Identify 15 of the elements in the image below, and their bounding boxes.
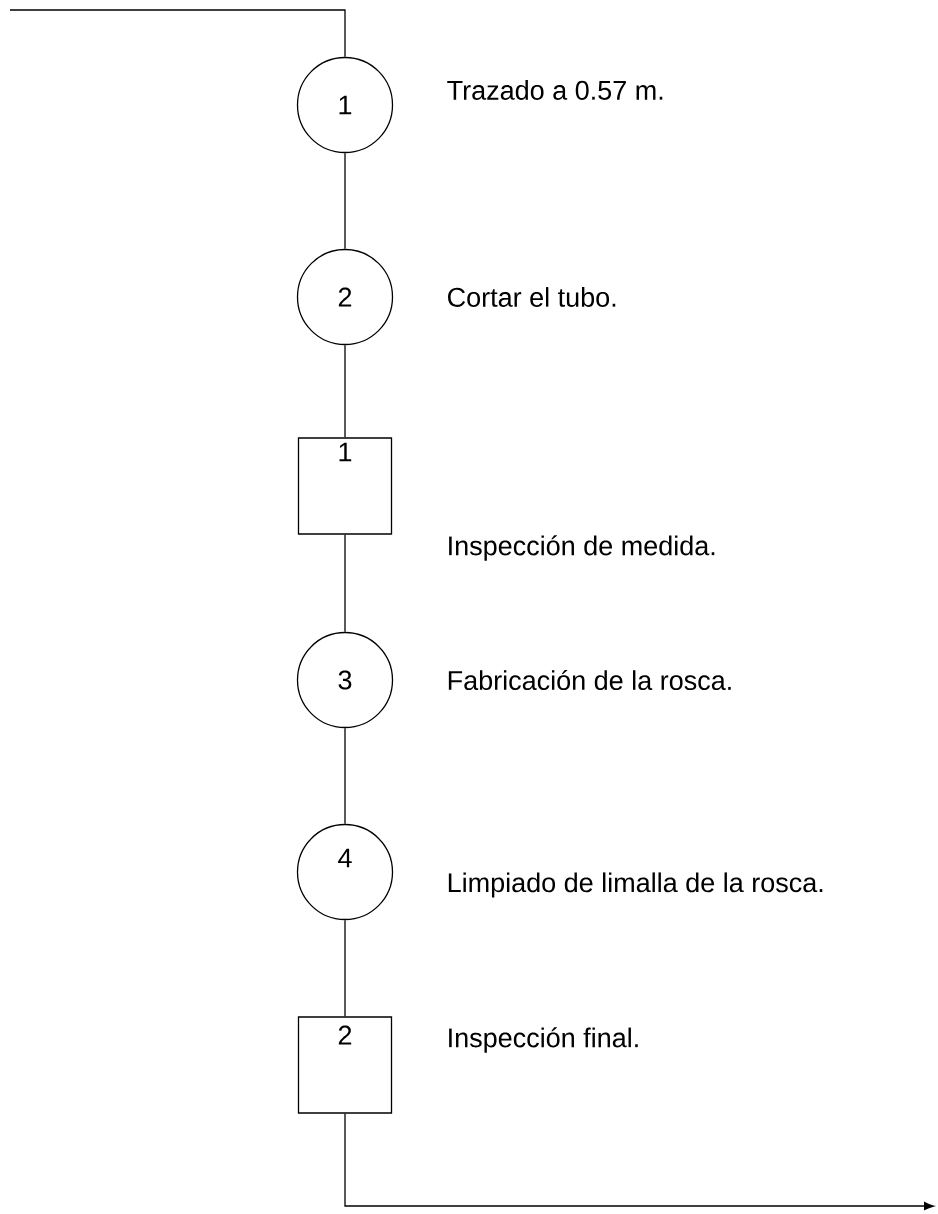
connector-line (344, 1113, 934, 1211)
connector-line (9, 9, 346, 58)
step-description: Inspección de medida. (449, 535, 715, 561)
connector-line (344, 534, 346, 633)
connector-line (344, 152, 346, 250)
step-description: Inspección final. (449, 1027, 638, 1053)
connector-line (344, 919, 346, 1017)
step-description: Trazado a 0.57 m. (447, 80, 663, 100)
step-description: Fabricación de la rosca. (448, 669, 731, 691)
inspection-box: 2 (297, 1016, 393, 1114)
inspection-box: 1 (297, 437, 393, 535)
connector-line (344, 727, 346, 825)
connector-line (344, 344, 346, 438)
step-description: Limpiado de limalla de la rosca. (448, 872, 823, 898)
step-description: Cortar el tubo. (448, 287, 616, 307)
